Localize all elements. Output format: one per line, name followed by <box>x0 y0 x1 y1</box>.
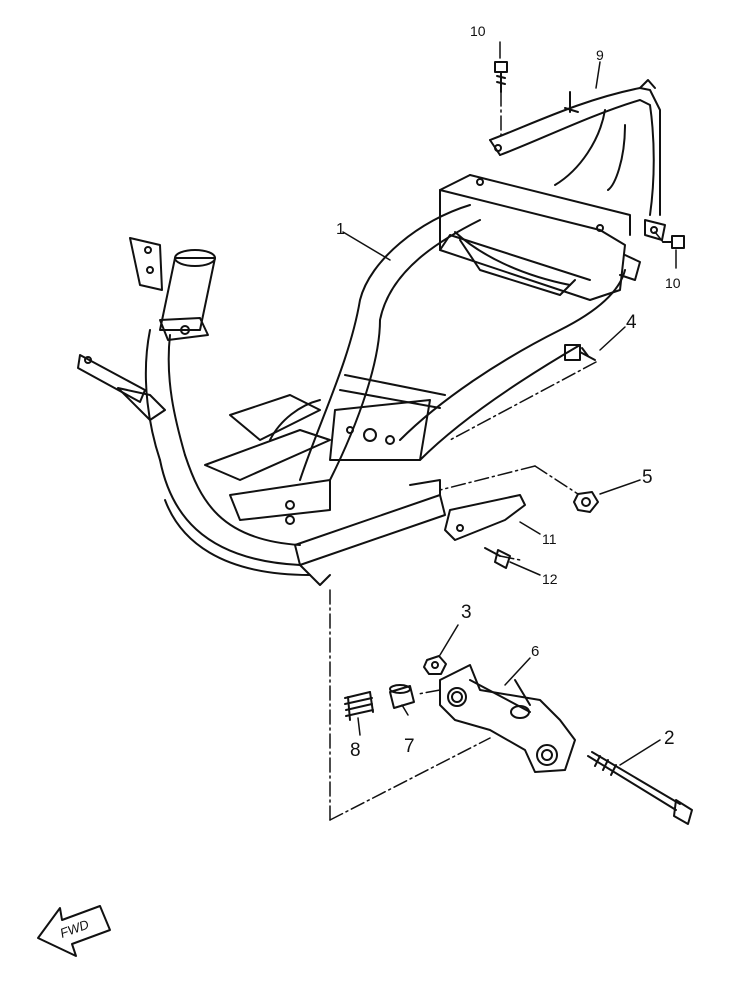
callout-5: 5 <box>642 467 653 488</box>
callout-3: 3 <box>461 602 472 623</box>
callout-10-top: 10 <box>470 23 486 39</box>
callout-1: 1 <box>336 221 345 238</box>
main-frame <box>77 174 641 586</box>
bolt-2 <box>587 751 693 825</box>
callout-12: 12 <box>542 571 558 587</box>
callout-labels: 1 2 3 4 5 6 7 8 9 10 10 11 12 <box>336 23 681 761</box>
bolt-12 <box>484 547 511 569</box>
nut-5 <box>573 491 599 513</box>
forward-arrow: FWD <box>37 905 111 957</box>
spring-8 <box>344 691 374 721</box>
engine-mount-6 <box>439 664 576 773</box>
callout-8: 8 <box>350 740 361 761</box>
bracket-11 <box>444 494 526 541</box>
callout-2: 2 <box>664 728 675 749</box>
nut-3 <box>423 655 447 675</box>
callout-6: 6 <box>531 643 539 660</box>
bolt-4 <box>564 344 596 361</box>
callout-10-right: 10 <box>665 275 681 291</box>
collar-7 <box>389 684 415 709</box>
callout-9: 9 <box>596 47 604 63</box>
alignment-lines <box>329 91 664 821</box>
leader-lines <box>342 41 677 766</box>
rear-grab-bar <box>489 79 666 241</box>
callout-4: 4 <box>626 312 637 333</box>
bolt-10-top <box>494 61 508 93</box>
bolt-10-right <box>662 235 685 249</box>
callout-11: 11 <box>542 531 557 547</box>
callout-7: 7 <box>404 736 415 757</box>
